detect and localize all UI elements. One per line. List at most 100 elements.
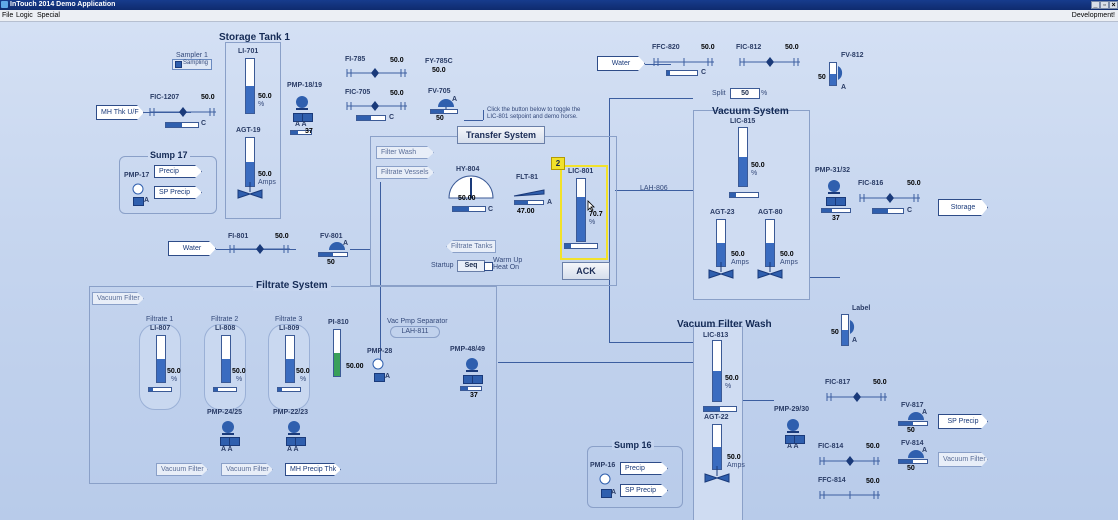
split-input[interactable]: 50 (730, 88, 760, 99)
process-canvas: Storage Tank 1 LI-701 50.0 % AGT-19 50.0… (0, 22, 1118, 520)
fv812-bar[interactable] (829, 62, 837, 86)
precip-button-2[interactable]: Precip (620, 462, 668, 475)
fic816-mode: C (907, 207, 913, 214)
fv814-bar[interactable] (898, 459, 928, 464)
sp-precip-button[interactable]: SP Precip (154, 186, 202, 199)
sampling-button[interactable]: Sampling (172, 59, 212, 70)
pmp4849-value: 37 (470, 392, 478, 399)
pump-icon[interactable] (285, 419, 303, 435)
filtrate-system-title: Filtrate System (253, 280, 331, 291)
fv801-label: FV-801 (320, 233, 343, 240)
lic801-sp-bar[interactable] (564, 243, 598, 249)
filtrate-tanks-button[interactable]: Filtrate Tanks (446, 240, 496, 253)
pipe (742, 400, 774, 401)
pump-icon[interactable] (293, 94, 311, 110)
fic1207-flow-icon (149, 107, 216, 117)
ffc820-bar[interactable] (666, 70, 698, 76)
lic801-value: 70.7 (589, 211, 603, 218)
agt22-bar[interactable] (712, 424, 722, 470)
agt23-bar[interactable] (716, 219, 726, 267)
vacuum-filter-button[interactable]: Vacuum Filter (92, 292, 144, 305)
fic816-bar[interactable] (872, 208, 904, 214)
agt19-label: AGT-19 (236, 127, 261, 134)
transfer-system-button[interactable]: Transfer System (457, 126, 545, 144)
vacuum-filter-button-4[interactable]: Vacuum Filter (938, 452, 988, 467)
ack-button[interactable]: ACK (562, 262, 610, 280)
vacuum-system-title: Vacuum System (712, 106, 789, 117)
pump-icon[interactable] (131, 183, 145, 195)
mh-precip-thk-button[interactable]: MH Precip Thk (285, 463, 341, 476)
fv705-bar[interactable] (430, 109, 458, 114)
filtrate-3-label: Filtrate 3 (275, 316, 303, 323)
fv814-value: 50 (907, 465, 915, 472)
warmup-checkbox[interactable] (484, 262, 493, 271)
filter-wash-button[interactable]: Filter Wash (376, 146, 434, 159)
fv801-bar[interactable] (318, 252, 348, 257)
menu-logic[interactable]: Logic (16, 12, 33, 19)
valve-icon[interactable] (848, 318, 860, 336)
li809-label: LI-809 (279, 325, 300, 332)
filtrate-vessels-button[interactable]: Filtrate Vessels (376, 166, 434, 179)
fv817-bar[interactable] (898, 421, 928, 426)
ffc820-value: 50.0 (701, 44, 715, 51)
fic705-bar[interactable] (356, 115, 386, 121)
lic813-sp-bar[interactable] (703, 406, 737, 412)
li807-level-bar[interactable] (156, 335, 166, 383)
pump-icon[interactable] (463, 356, 481, 372)
pmp2425-aa: A A (221, 446, 233, 453)
pump-icon[interactable] (371, 358, 385, 370)
agt19-bar[interactable] (245, 137, 255, 187)
seq-button[interactable]: Seq (457, 260, 485, 272)
pipe (483, 110, 484, 120)
pump-status (794, 435, 805, 444)
li808-level-bar[interactable] (221, 335, 231, 383)
valve-icon[interactable] (327, 240, 351, 252)
lic813-level-bar[interactable] (712, 340, 722, 402)
precip-button[interactable]: Precip (154, 165, 202, 178)
menu-special[interactable]: Special (37, 12, 60, 19)
vacuum-filter-button-3[interactable]: Vacuum Filter (221, 463, 273, 476)
fic814-value: 50.0 (866, 443, 880, 450)
heat-on-label: Heat On (493, 264, 520, 271)
li809-level-bar[interactable] (285, 335, 295, 383)
lic815-level-bar[interactable] (738, 127, 748, 187)
valve-icon[interactable] (906, 448, 930, 460)
lic801-level-bar[interactable] (576, 178, 586, 242)
label-valve-bar[interactable] (841, 314, 849, 346)
fv705-mode: A (452, 96, 458, 103)
li808-sp-bar (213, 387, 237, 392)
pump-icon[interactable] (825, 178, 843, 194)
fic1207-bar[interactable] (165, 122, 199, 128)
fic1207-mode: C (201, 120, 207, 127)
vacuum-filter-button-2[interactable]: Vacuum Filter (156, 463, 208, 476)
pump-icon[interactable] (598, 473, 612, 485)
vacuum-filter-wash-title: Vacuum Filter Wash (677, 319, 772, 330)
pi810-bar[interactable] (333, 329, 341, 377)
sp-precip-button-2[interactable]: SP Precip (938, 414, 988, 429)
flt81-bar[interactable] (514, 200, 544, 205)
water-button[interactable]: Water (168, 241, 216, 256)
restore-icon[interactable]: ▫ (1100, 1, 1109, 9)
valve-icon[interactable] (906, 410, 930, 422)
fic817-label: FIC-817 (825, 379, 851, 386)
hy804-bar[interactable] (452, 206, 486, 212)
pump-icon[interactable] (219, 419, 237, 435)
li701-level-bar[interactable] (245, 58, 255, 114)
lic815-sp-bar[interactable] (729, 192, 759, 198)
pump-status (835, 197, 846, 206)
sp-precip-button-3[interactable]: SP Precip (620, 484, 668, 497)
menu-file[interactable]: File (2, 12, 14, 19)
mh-thk-uf-button[interactable]: MH Thk U/F (96, 105, 144, 120)
hy804-mode: C (488, 206, 494, 213)
pump-icon[interactable] (784, 417, 802, 433)
storage-button[interactable]: Storage (938, 199, 988, 216)
valve-icon[interactable] (836, 64, 848, 82)
flt81-label: FLT-81 (516, 174, 539, 181)
close-icon[interactable]: × (1109, 1, 1118, 9)
li701-value: 50.0 (258, 93, 272, 100)
lic801-highlight[interactable] (560, 165, 608, 260)
minimize-icon[interactable]: _ (1091, 1, 1100, 9)
valve-icon[interactable] (436, 97, 460, 109)
water-button-2[interactable]: Water (597, 56, 645, 71)
agt80-bar[interactable] (765, 219, 775, 267)
